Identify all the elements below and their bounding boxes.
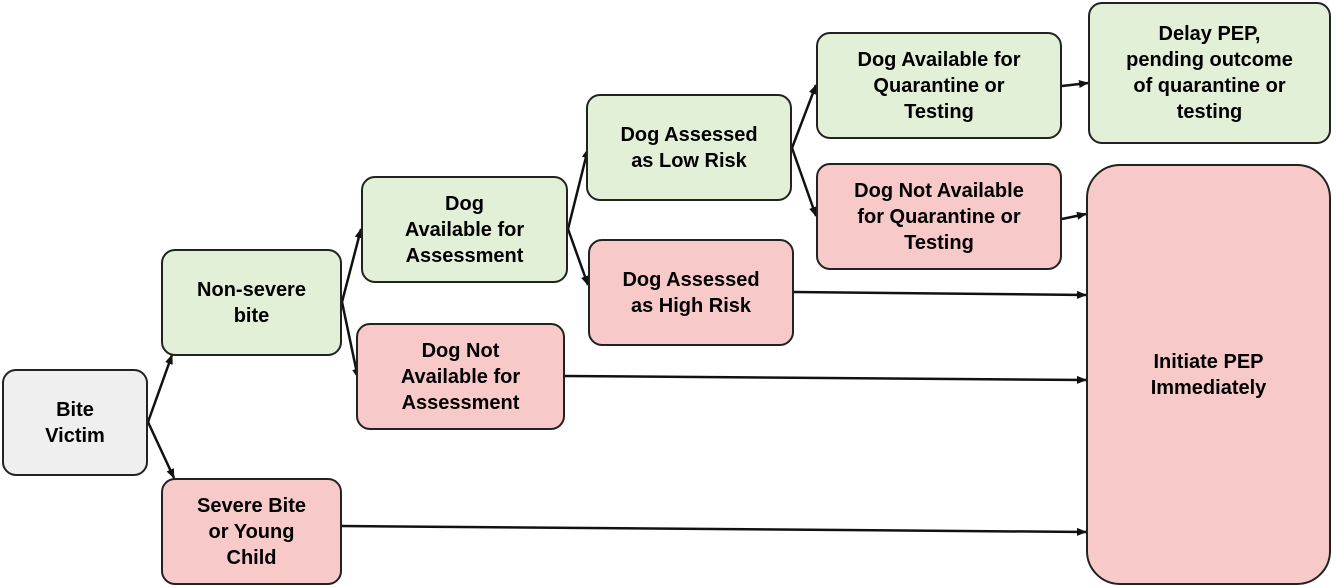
edge-bite-victim-to-severe (146, 421, 176, 479)
edge-available-quarantine-to-delay-pep (1061, 80, 1089, 89)
edge-dog-available-to-low-risk (566, 148, 590, 230)
edge-dog-available-to-high-risk (566, 228, 590, 286)
edge-severe-to-initiate-pep (341, 524, 1087, 536)
dog-not-available-assessment-box: Dog Not Available for Assessment (356, 323, 565, 430)
delay-pep-box: Delay PEP, pending outcome of quarantine… (1088, 2, 1331, 144)
dog-high-risk-box: Dog Assessed as High Risk (588, 239, 794, 346)
edge-bite-victim-to-non-severe (146, 354, 174, 423)
dog-available-quarantine-box: Dog Available for Quarantine or Testing (816, 32, 1062, 139)
non-severe-bite-box: Non-severe bite (161, 249, 342, 356)
dog-not-available-quarantine-box: Dog Not Available for Quarantine or Test… (816, 163, 1062, 270)
edge-high-risk-to-initiate-pep (793, 290, 1087, 299)
edge-not-available-quarantine-to-initiate-pep (1061, 211, 1087, 221)
dog-available-assessment-box: Dog Available for Assessment (361, 176, 568, 283)
severe-bite-box: Severe Bite or Young Child (161, 478, 342, 585)
edge-non-severe-to-dog-not-available-assessment (340, 301, 361, 379)
bite-victim-box: Bite Victim (2, 369, 148, 476)
dog-low-risk-box: Dog Assessed as Low Risk (586, 94, 792, 201)
initiate-pep-box: Initiate PEP Immediately (1086, 164, 1331, 585)
edge-low-risk-to-not-available-quarantine (790, 147, 818, 217)
edge-low-risk-to-available-quarantine (790, 84, 818, 149)
edge-dog-not-available-assessment-to-initiate-pep (564, 374, 1087, 384)
edge-non-severe-to-dog-available-assessment (340, 228, 363, 303)
